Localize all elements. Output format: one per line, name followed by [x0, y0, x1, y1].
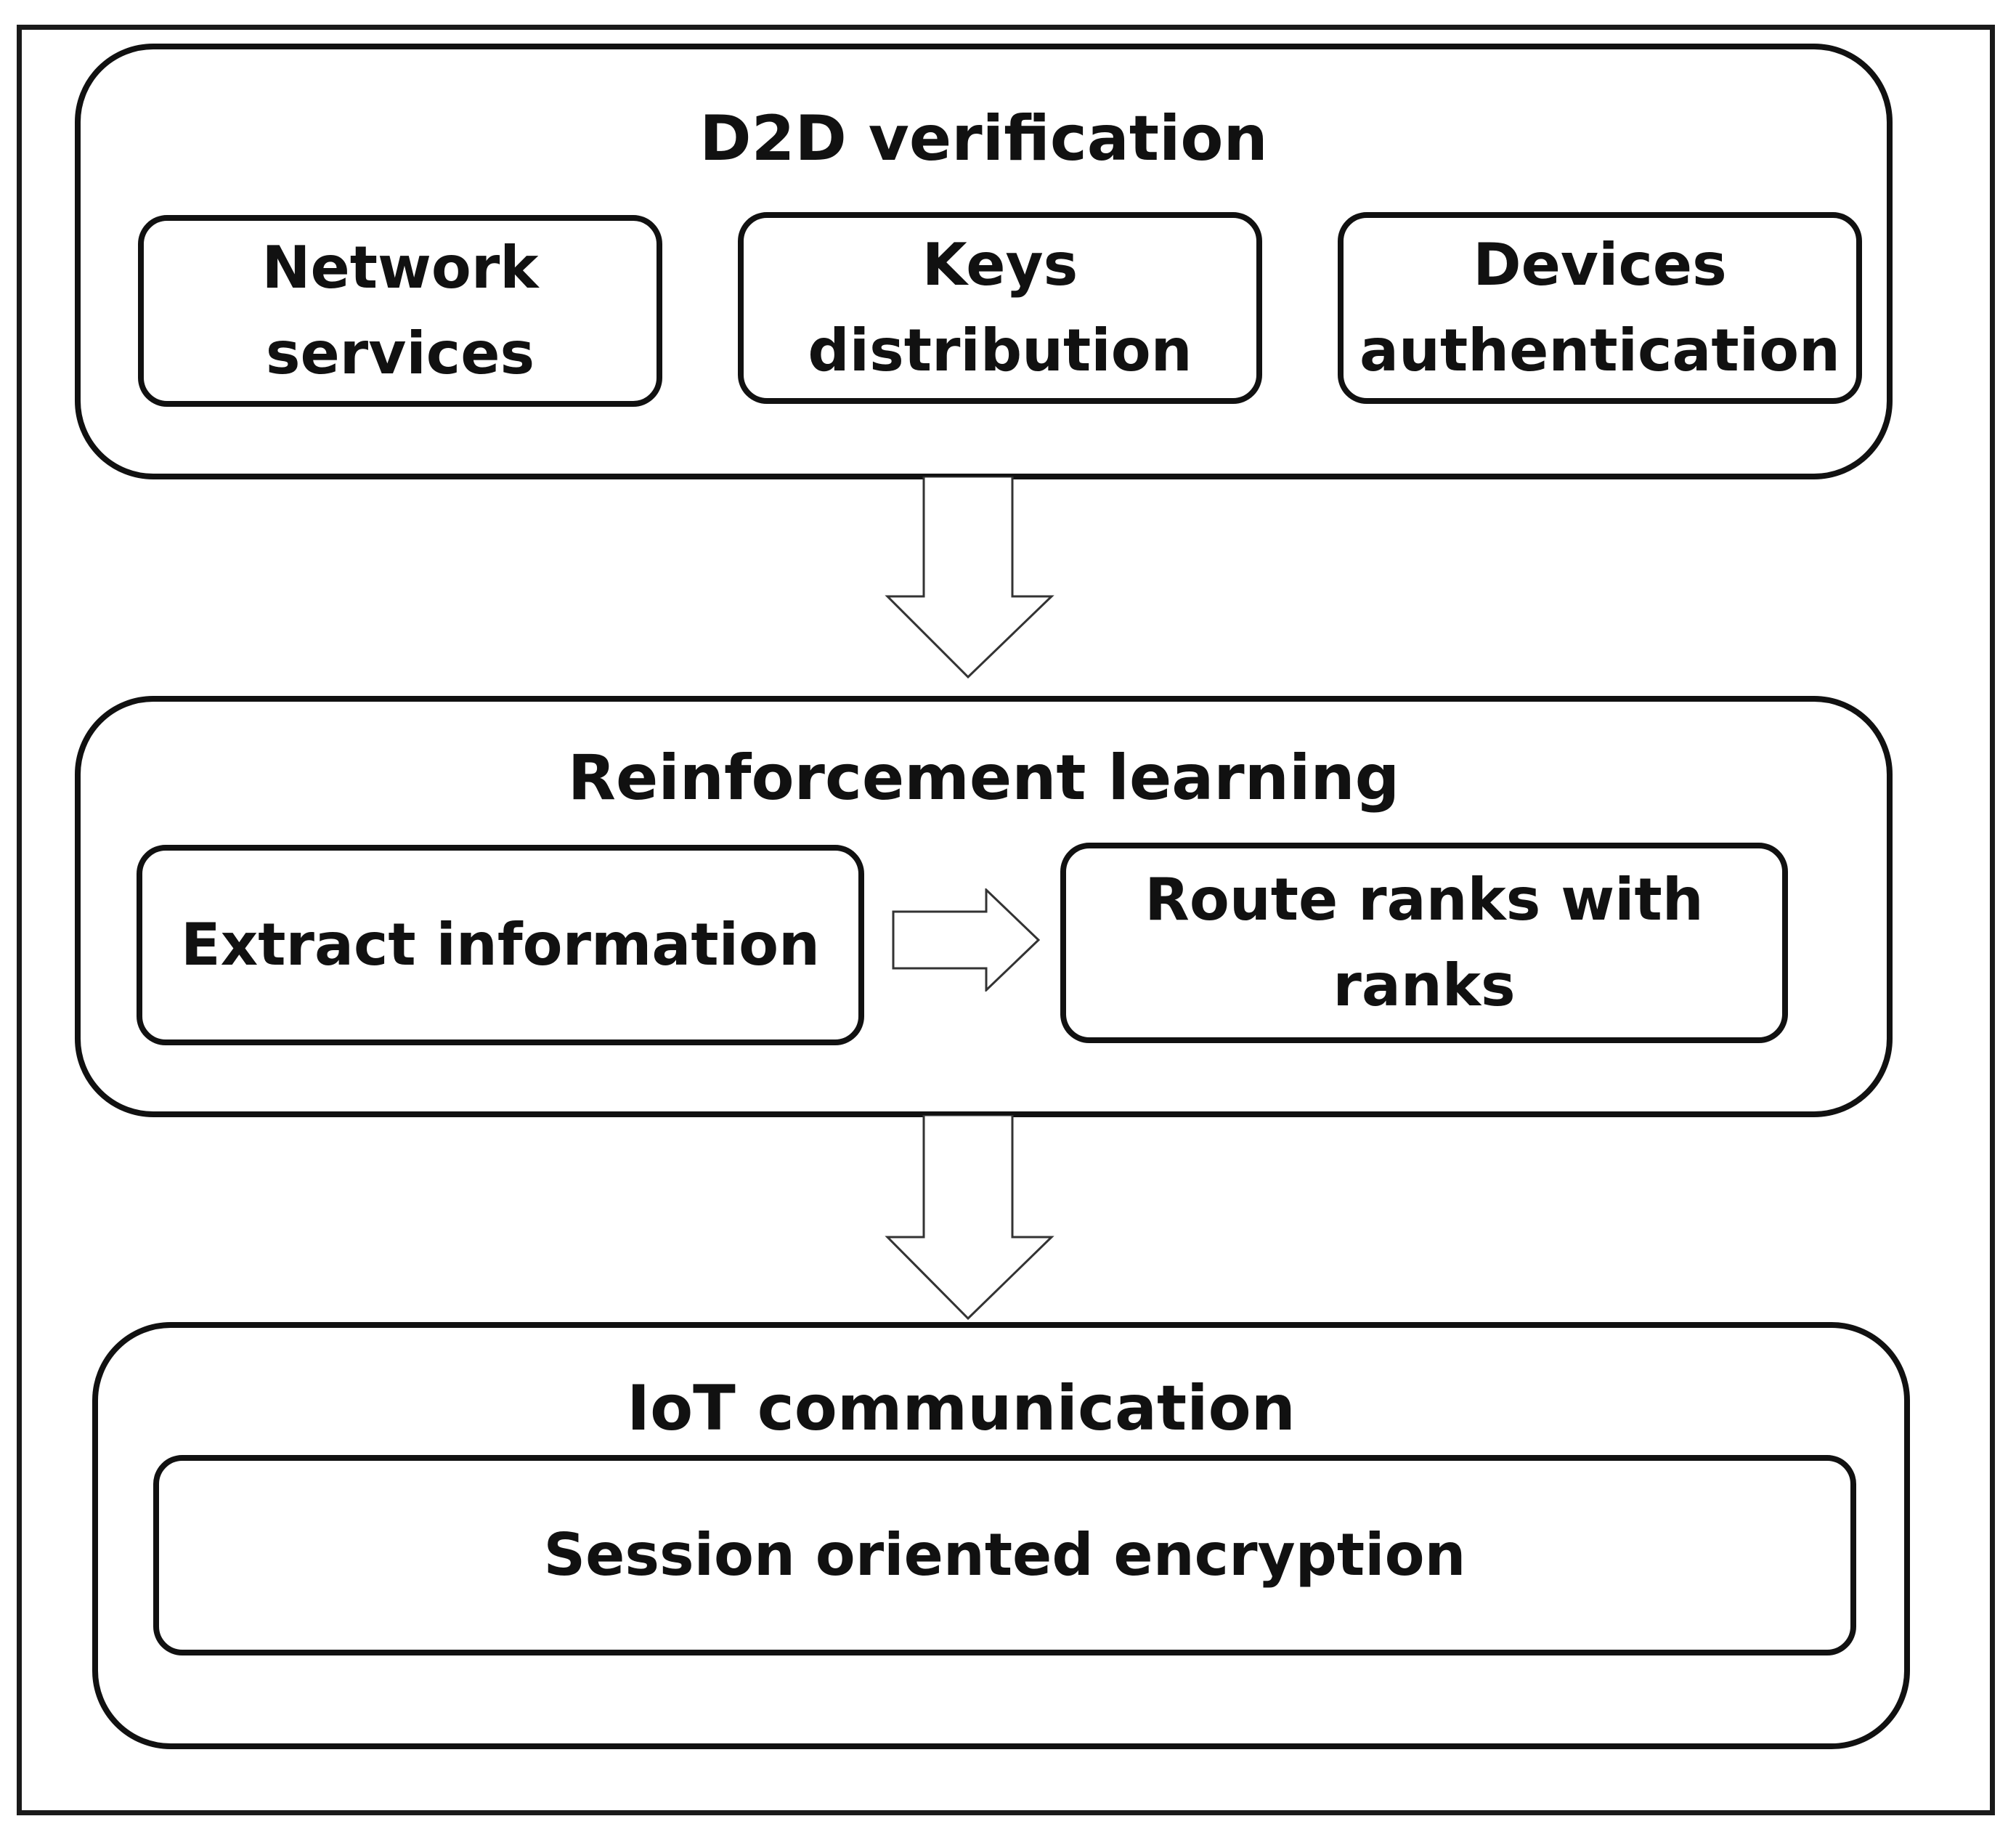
right-arrow-icon: [892, 888, 1041, 992]
down-arrow-icon: [885, 1115, 1054, 1321]
down-arrow-icon: [885, 477, 1054, 679]
iot-communication-title: IoT communication: [627, 1372, 1296, 1445]
devices-authentication-box: Devices authentication: [1338, 212, 1862, 404]
session-encryption-label: Session oriented encryption: [543, 1521, 1466, 1589]
extract-information-label: Extract information: [181, 911, 820, 978]
route-ranks-label: Route ranks with ranks: [1145, 866, 1704, 1019]
diagram-frame: [17, 25, 1995, 1815]
network-services-box: Network services: [138, 215, 662, 407]
keys-distribution-box: Keys distribution: [738, 212, 1262, 404]
reinforcement-learning-title: Reinforcement learning: [567, 742, 1400, 814]
route-ranks-box: Route ranks with ranks: [1060, 843, 1788, 1043]
devices-authentication-label: Devices authentication: [1359, 231, 1840, 384]
keys-distribution-label: Keys distribution: [808, 231, 1192, 384]
network-services-label: Network services: [261, 234, 539, 387]
extract-information-box: Extract information: [137, 845, 864, 1045]
session-encryption-box: Session oriented encryption: [153, 1455, 1856, 1655]
d2d-verification-title: D2D verification: [699, 102, 1268, 175]
